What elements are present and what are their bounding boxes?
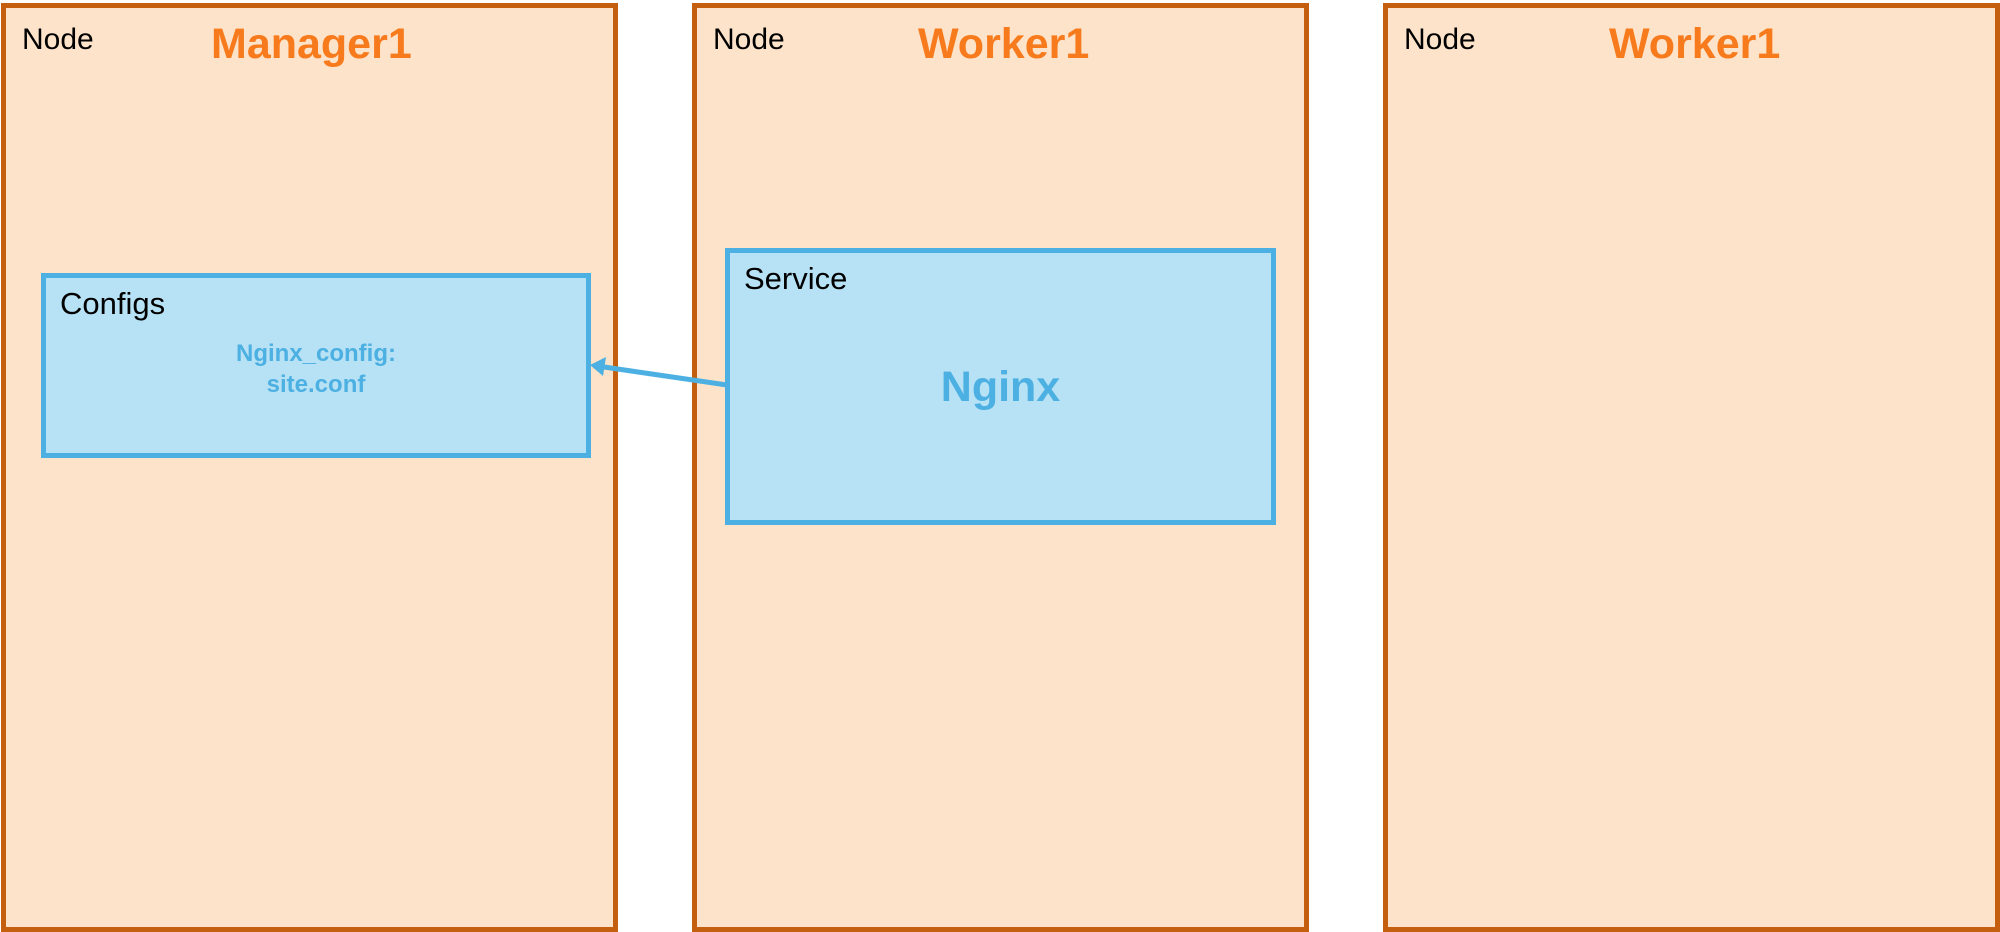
- config-name: Nginx_config:: [236, 340, 396, 367]
- service-name: Nginx: [940, 363, 1061, 411]
- node-worker1-right: Node Worker1: [1383, 3, 2000, 932]
- node-manager1: Node Manager1: [1, 3, 618, 932]
- configs-box: Configs Nginx_config: site.conf: [41, 273, 591, 458]
- node-name: Worker1: [918, 20, 1090, 68]
- node-name: Worker1: [1609, 20, 1781, 68]
- config-file: site.conf: [266, 371, 366, 398]
- node-type-label: Node: [713, 23, 785, 56]
- node-type-label: Node: [22, 23, 94, 56]
- configs-title: Configs: [60, 286, 166, 321]
- config-entry: Nginx_config: site.conf: [46, 338, 586, 400]
- service-box: Service Nginx: [725, 248, 1276, 525]
- service-title: Service: [744, 261, 848, 296]
- node-name: Manager1: [211, 20, 412, 68]
- node-type-label: Node: [1404, 23, 1476, 56]
